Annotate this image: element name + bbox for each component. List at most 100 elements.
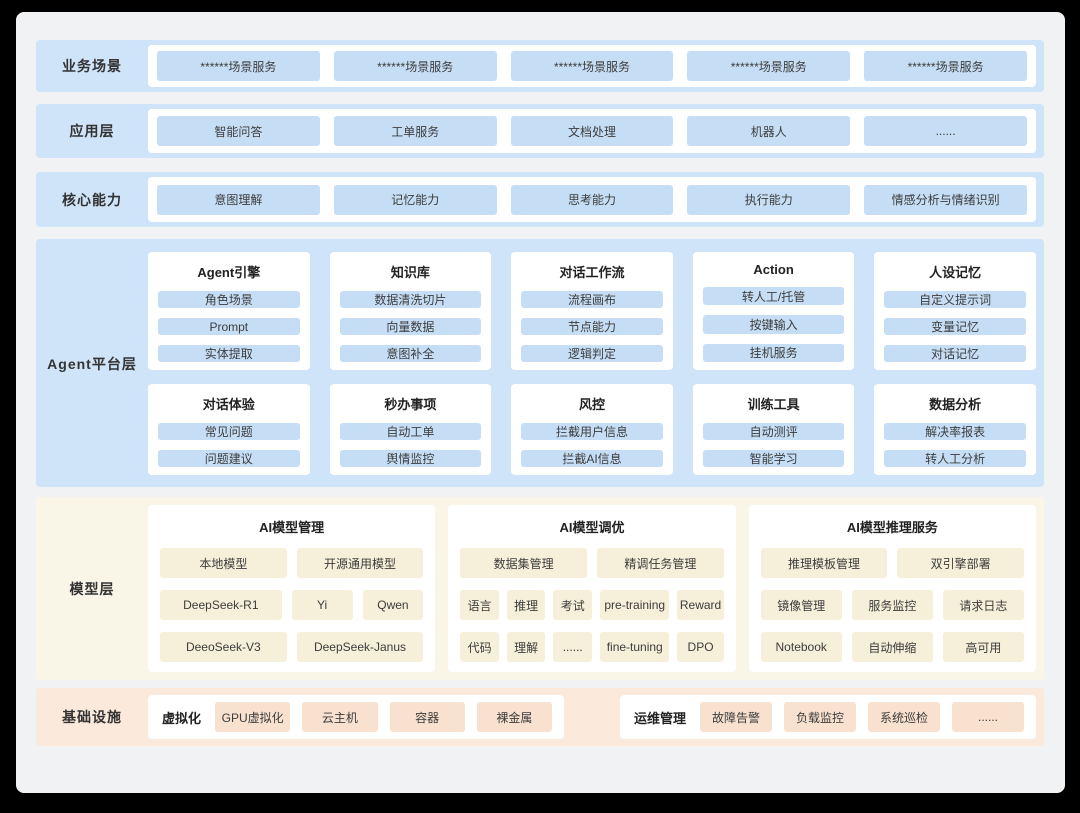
layer-band-business: 业务场景 ******场景服务 ******场景服务 ******场景服务 **…: [36, 40, 1044, 92]
platform-feature-chip: 向量数据: [339, 318, 482, 335]
platform-feature-chip: 自动工单: [339, 423, 482, 440]
model-chip: 双引擎部署: [897, 548, 1024, 578]
application-chip: ......: [864, 116, 1027, 146]
model-chip: 数据集管理: [460, 548, 587, 578]
model-card-inference: AI模型推理服务 推理模板管理 双引擎部署 镜像管理 服务监控 请求日志 Not…: [748, 505, 1036, 672]
model-card-title: AI模型调优: [559, 520, 625, 535]
platform-feature-chip: 逻辑判定: [521, 345, 663, 362]
model-card-row: 本地模型 开源通用模型: [160, 548, 424, 578]
model-chip: 高可用: [942, 632, 1024, 662]
platform-feature-chip: 意图补全: [339, 345, 482, 362]
model-chip: 本地模型: [160, 548, 287, 578]
platform-feature-chip: 拦截AI信息: [521, 450, 663, 467]
platform-feature-chip: 角色场景: [158, 291, 300, 308]
model-chip: 精调任务管理: [597, 548, 724, 578]
infra-chip: 裸金属: [476, 702, 553, 732]
platform-card-data-analysis: 数据分析 解决率报表 转人工分析: [874, 384, 1036, 475]
model-chip: 请求日志: [942, 590, 1024, 620]
business-scenario-chip: ******场景服务: [864, 51, 1027, 81]
platform-feature-chip: 变量记忆: [884, 318, 1026, 335]
business-scenario-chip: ******场景服务: [687, 51, 851, 81]
model-chip: 理解: [506, 632, 546, 662]
agent-platform-row-2: 对话体验 常见问题 问题建议 秒办事项 自动工单 舆情监控 风控 拦截用户信息 …: [148, 384, 1036, 475]
infra-group-title: 虚拟化: [162, 710, 202, 726]
infra-group-title: 运维管理: [634, 710, 687, 726]
platform-card-persona-memory: 人设记忆 自定义提示词 变量记忆 对话记忆: [874, 252, 1036, 370]
application-layer-body: 智能问答 工单服务 文档处理 机器人 ......: [148, 109, 1036, 153]
model-layer-body: AI模型管理 本地模型 开源通用模型 DeepSeek-R1 Yi Qwen D…: [148, 505, 1036, 672]
model-chip: 代码: [460, 632, 499, 662]
model-chip: ......: [553, 632, 593, 662]
application-chip: 机器人: [687, 116, 851, 146]
platform-card-title: Agent引擎: [197, 265, 261, 280]
platform-card-title: 数据分析: [929, 397, 982, 412]
model-chip: DeeoSeek-V3: [160, 632, 287, 662]
capability-chip: 意图理解: [157, 184, 320, 215]
platform-feature-chip: 自定义提示词: [884, 291, 1026, 308]
layer-band-model: 模型层 AI模型管理 本地模型 开源通用模型 DeepSeek-R1 Yi Qw…: [36, 497, 1044, 680]
platform-feature-chip: 拦截用户信息: [521, 423, 663, 440]
platform-feature-chip: 转人工分析: [884, 450, 1026, 467]
platform-card-title: 对话体验: [202, 397, 255, 412]
platform-feature-chip: 常见问题: [158, 423, 300, 440]
model-chip: Notebook: [760, 632, 842, 662]
platform-feature-chip: 解决率报表: [884, 423, 1026, 440]
model-card-row: DeeoSeek-V3 DeepSeek-Janus: [160, 632, 424, 662]
model-card-row: DeepSeek-R1 Yi Qwen: [160, 590, 424, 620]
model-chip: DeepSeek-R1: [160, 590, 282, 620]
application-chip: 工单服务: [333, 116, 497, 146]
business-scenario-chip: ******场景服务: [510, 51, 674, 81]
model-card-row: 数据集管理 精调任务管理: [460, 548, 724, 578]
model-card-title: AI模型推理服务: [846, 520, 938, 535]
platform-feature-chip: 自动测评: [702, 423, 845, 440]
platform-card-title: Action: [753, 262, 794, 277]
application-chip: 智能问答: [157, 116, 320, 146]
platform-feature-chip: 问题建议: [158, 450, 300, 467]
platform-feature-chip: 实体提取: [158, 345, 300, 362]
capability-chip: 执行能力: [687, 184, 851, 215]
model-chip: Qwen: [362, 590, 424, 620]
layer-label-infrastructure: 基础设施: [62, 709, 122, 725]
model-card-row: Notebook 自动伸缩 高可用: [760, 632, 1024, 662]
layer-label-business: 业务场景: [62, 58, 122, 74]
model-chip: Reward: [677, 590, 724, 620]
layer-band-infrastructure: 基础设施 虚拟化 GPU虚拟化 云主机 容器 裸金属 运维管理 故障告警 负载监…: [36, 688, 1044, 746]
platform-feature-chip: 舆情监控: [339, 450, 482, 467]
core-capabilities-body: 意图理解 记忆能力 思考能力 执行能力 情感分析与情绪识别: [148, 177, 1036, 222]
infrastructure-body: 虚拟化 GPU虚拟化 云主机 容器 裸金属 运维管理 故障告警 负载监控 系统巡…: [148, 695, 1036, 739]
infra-chip: 负载监控: [784, 702, 857, 732]
infra-chip: 云主机: [302, 702, 378, 732]
layer-label-model: 模型层: [69, 580, 115, 597]
platform-card-title: 风控: [578, 397, 605, 412]
platform-feature-chip: 智能学习: [702, 450, 845, 467]
infra-chip: ......: [952, 702, 1025, 732]
platform-card-quick-tasks: 秒办事项 自动工单 舆情监控: [329, 384, 492, 475]
platform-feature-chip: 转人工/托管: [702, 287, 845, 306]
platform-card-risk-control: 风控 拦截用户信息 拦截AI信息: [511, 384, 673, 475]
platform-card-dialog-workflow: 对话工作流 流程画布 节点能力 逻辑判定: [511, 252, 673, 370]
model-chip: 语言: [460, 590, 499, 620]
model-chip: DeepSeek-Janus: [296, 632, 424, 662]
platform-card-title: 人设记忆: [929, 265, 982, 280]
capability-chip: 记忆能力: [333, 184, 497, 215]
model-chip: 考试: [553, 590, 593, 620]
infra-chip: 系统巡检: [868, 702, 941, 732]
model-chip: fine-tuning: [600, 632, 670, 662]
platform-feature-chip: 数据清洗切片: [339, 291, 482, 308]
layer-band-agent-platform: Agent平台层 Agent引擎 角色场景 Prompt 实体提取 知识库 数据…: [36, 239, 1044, 487]
model-chip: 服务监控: [851, 590, 933, 620]
business-scenario-chip: ******场景服务: [157, 51, 320, 81]
model-card-management: AI模型管理 本地模型 开源通用模型 DeepSeek-R1 Yi Qwen D…: [148, 505, 436, 672]
platform-card-title: 知识库: [390, 265, 430, 280]
model-chip: 镜像管理: [760, 590, 842, 620]
business-scenario-chip: ******场景服务: [333, 51, 497, 81]
capability-chip: 情感分析与情绪识别: [864, 184, 1027, 215]
agent-platform-row-1: Agent引擎 角色场景 Prompt 实体提取 知识库 数据清洗切片 向量数据…: [148, 252, 1036, 370]
layer-label-application: 应用层: [69, 123, 115, 139]
platform-feature-chip: Prompt: [158, 318, 300, 335]
model-chip: 推理: [506, 590, 546, 620]
platform-feature-chip: 节点能力: [521, 318, 663, 335]
platform-card-title: 秒办事项: [384, 397, 437, 412]
model-chip: 开源通用模型: [296, 548, 424, 578]
model-card-row: 推理模板管理 双引擎部署: [760, 548, 1024, 578]
